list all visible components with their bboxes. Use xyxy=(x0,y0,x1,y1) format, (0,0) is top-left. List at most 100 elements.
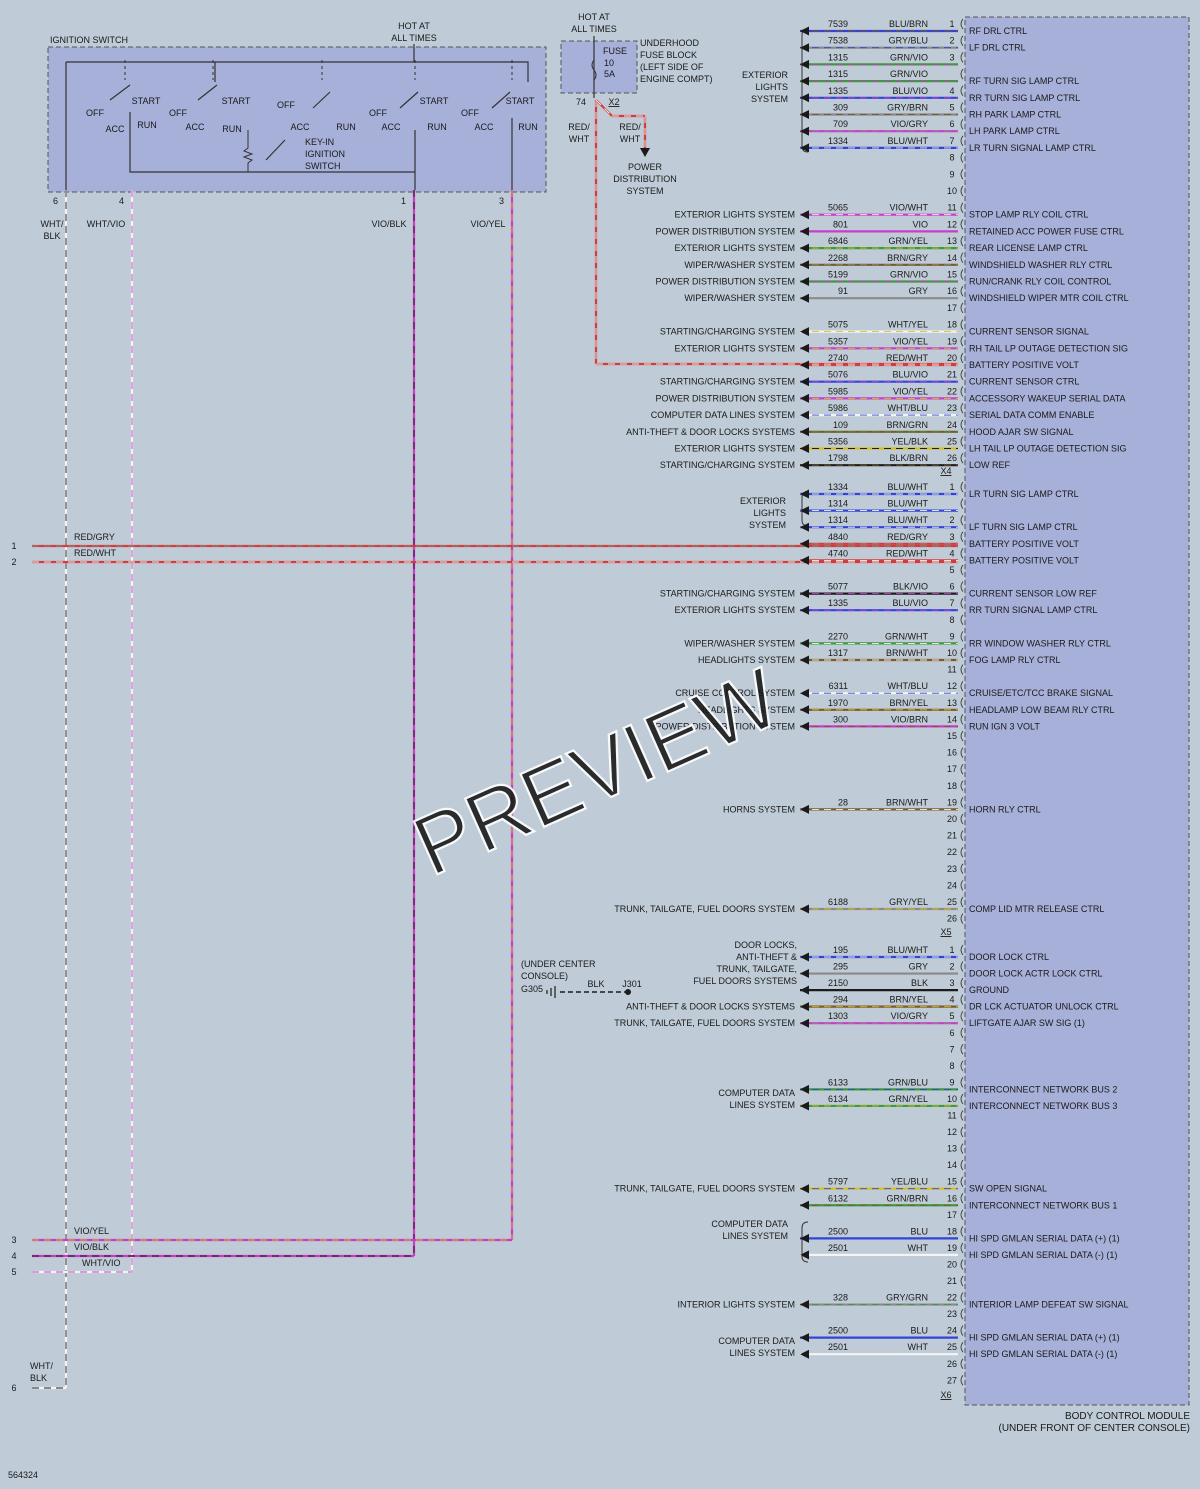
pin-number: 10 xyxy=(947,1094,957,1104)
arrow-icon xyxy=(800,1018,809,1028)
circuit-number: 5199 xyxy=(828,270,848,280)
pin-row xyxy=(800,1292,964,1310)
pin-row xyxy=(800,797,964,814)
pin-row xyxy=(800,285,964,303)
connector-pin xyxy=(960,961,964,972)
label-line: COMPUTER DATA xyxy=(718,1088,795,1098)
harness-wire-number: 1 xyxy=(11,541,16,551)
pin-row xyxy=(800,252,964,270)
circuit-function: SERIAL DATA COMM ENABLE xyxy=(969,410,1094,420)
wire-color: BLU/WHT xyxy=(888,499,929,509)
arrow-icon xyxy=(800,1349,809,1359)
destination-system: EXTERIOR LIGHTS SYSTEM xyxy=(674,605,795,615)
destination-system: HEADLIGHTS SYSTEM xyxy=(698,705,795,715)
contact-label: START xyxy=(506,96,535,106)
connector-pin xyxy=(960,977,964,989)
pin-number: 10 xyxy=(947,186,957,196)
arrow-icon xyxy=(800,804,809,814)
pin-row xyxy=(800,352,964,370)
connector-pin xyxy=(960,1093,964,1105)
contact-label: RUN xyxy=(137,120,157,130)
pin-number: 11 xyxy=(947,665,956,675)
connector-pin xyxy=(960,564,964,576)
label-line: LIGHTS xyxy=(755,82,788,92)
circuit-function: RR TURN SIG LAMP CTRL xyxy=(969,93,1080,103)
circuit-number: 2500 xyxy=(828,1326,848,1336)
pin-row xyxy=(960,846,964,858)
wire-color: BLK xyxy=(911,978,928,988)
pin-row xyxy=(960,169,964,180)
fuse-number: 10 xyxy=(604,58,614,68)
wire-color: GRY/BLU xyxy=(889,36,928,46)
circuit-function: RF TURN SIG LAMP CTRL xyxy=(969,76,1079,86)
pin-row xyxy=(960,1126,964,1138)
label-line: WHT/ xyxy=(30,1361,53,1371)
label-line: BLK xyxy=(30,1373,47,1383)
destination-system: HEADLIGHTS SYSTEM xyxy=(698,655,795,665)
pin-number: 11 xyxy=(947,1111,956,1121)
circuit-function: BATTERY POSITIVE VOLT xyxy=(969,555,1079,565)
pin-row xyxy=(960,1143,964,1154)
connector-pin xyxy=(960,369,964,380)
pin-row xyxy=(960,747,964,758)
pin-row xyxy=(960,185,964,197)
arrow-icon xyxy=(800,605,809,615)
label-line: FUSE BLOCK xyxy=(640,50,697,60)
pin-row xyxy=(800,1193,964,1210)
arrow-icon xyxy=(800,243,809,253)
ignition-pin: 3 xyxy=(499,196,504,206)
arrow-icon xyxy=(800,1184,809,1194)
pin-number: 13 xyxy=(947,236,957,246)
pin-row xyxy=(800,402,964,420)
harness-wire-color: WHT/BLK xyxy=(30,1361,53,1383)
pin-row xyxy=(800,336,964,353)
connector-pin xyxy=(960,1375,964,1386)
circuit-function: BATTERY POSITIVE VOLT xyxy=(969,360,1079,370)
circuit-number: 1335 xyxy=(828,86,848,96)
wire-color: BRN/GRY xyxy=(887,253,928,263)
pin-row xyxy=(960,780,964,792)
pin-row xyxy=(800,452,964,470)
pin-row xyxy=(800,514,964,532)
pin-row xyxy=(800,18,964,36)
connector-pin xyxy=(960,452,964,464)
arrow-icon xyxy=(800,506,809,516)
circuit-number: 1315 xyxy=(828,69,848,79)
pin-row xyxy=(960,913,964,924)
destination-system: WIPER/WASHER SYSTEM xyxy=(684,638,795,648)
wire-color: RED/WHT xyxy=(886,548,928,558)
pin-number: 23 xyxy=(947,403,957,413)
pin-number: 9 xyxy=(949,1077,954,1087)
pin-row xyxy=(960,1358,964,1369)
wire-color: GRN/VIO xyxy=(890,69,928,79)
destination-system: WIPER/WASHER SYSTEM xyxy=(684,260,795,270)
wire-color: GRN/VIO xyxy=(890,270,928,280)
connector-pin xyxy=(960,269,964,280)
pin-row xyxy=(960,664,964,675)
label-line: WHT xyxy=(620,134,641,144)
circuit-function: FOG LAMP RLY CTRL xyxy=(969,655,1061,665)
circuit-number: 5986 xyxy=(828,403,848,413)
pin-number: 12 xyxy=(947,681,957,691)
circuit-number: 2501 xyxy=(828,1243,848,1253)
connector-pin xyxy=(960,730,964,742)
pin-number: 7 xyxy=(949,598,954,608)
circuit-function: DOOR LOCK CTRL xyxy=(969,952,1049,962)
pin-row xyxy=(800,52,964,69)
wire-color: BLU xyxy=(910,1226,928,1236)
ignition-bus xyxy=(129,112,415,173)
connector-name: X4 xyxy=(940,466,951,476)
pin-row xyxy=(800,35,964,53)
pin-row xyxy=(960,1110,964,1121)
ignition-title: IGNITION SWITCH xyxy=(50,35,128,45)
wire-stripe xyxy=(595,99,613,117)
pin-number: 12 xyxy=(947,219,957,229)
wire-color: GRY/BRN xyxy=(887,103,928,113)
wire-color: BLU/WHT xyxy=(888,136,929,146)
arrow-icon xyxy=(800,1084,809,1094)
arrow-icon xyxy=(800,904,809,914)
